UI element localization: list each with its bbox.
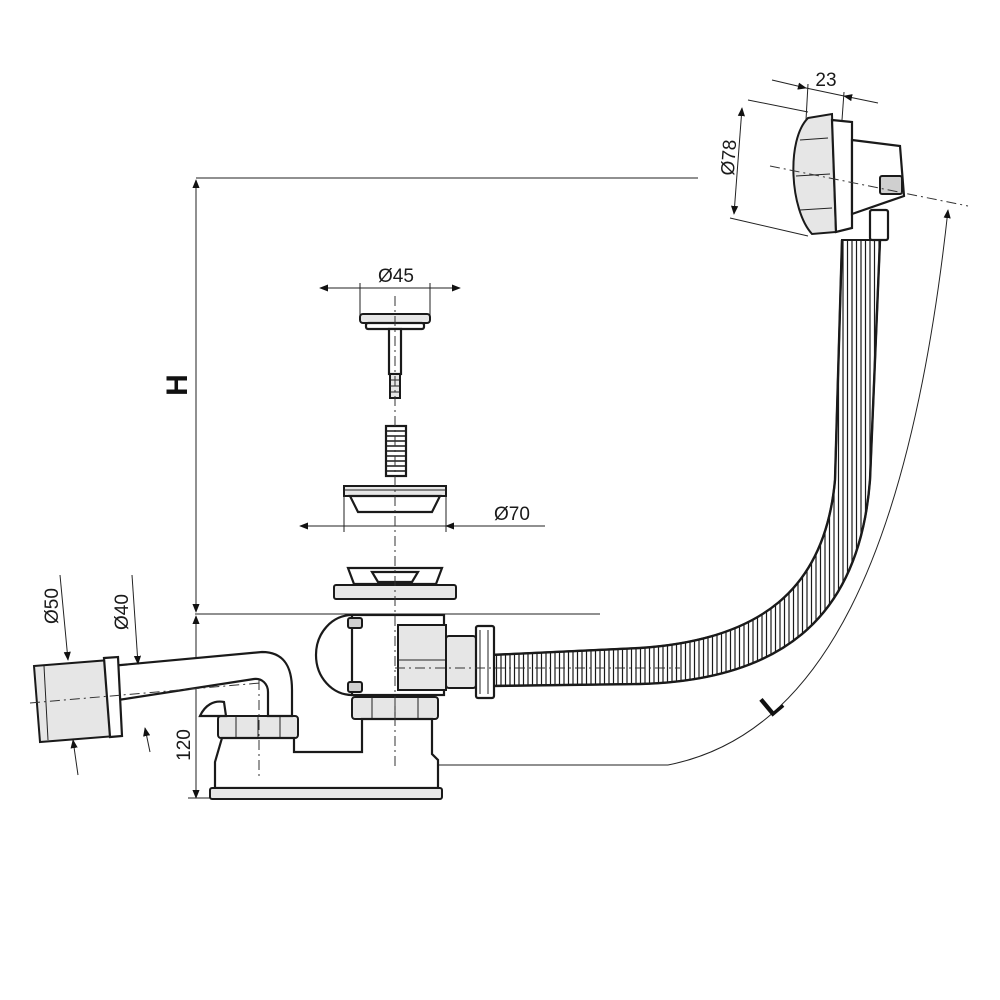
overflow-head <box>769 112 969 242</box>
overflow-diameter-label: Ø78 <box>718 139 741 176</box>
plug-assembly: Ø45 <box>319 266 461 399</box>
trap-height-dimension: 120 <box>174 615 215 799</box>
overflow-width-label: 23 <box>815 70 836 91</box>
overflow-dimensions: 23 Ø78 <box>718 70 879 237</box>
outlet-diameter-dimensions: Ø50 Ø40 <box>42 574 151 776</box>
height-dimension: H <box>161 177 698 615</box>
flexible-hose <box>395 239 882 700</box>
drain-body <box>314 566 457 697</box>
outlet-inner-label: Ø40 <box>112 594 133 630</box>
plug-diameter-label: Ø45 <box>378 266 414 287</box>
trap-body <box>209 696 443 800</box>
height-label: H <box>161 374 194 396</box>
length-label: L <box>754 686 789 723</box>
outlet-outer-label: Ø50 <box>42 588 63 624</box>
threaded-rod <box>384 424 408 478</box>
drain-flange: Ø70 <box>299 485 545 532</box>
flange-diameter-label: Ø70 <box>494 504 530 525</box>
outlet-pipe <box>29 650 294 780</box>
trap-height-label: 120 <box>174 729 195 761</box>
